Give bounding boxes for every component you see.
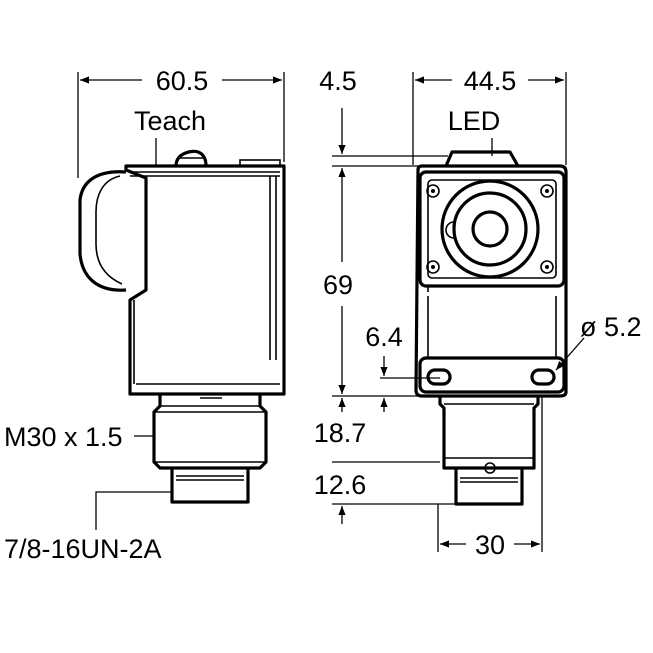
side-view [77,72,286,530]
screw-bottom-right [540,260,554,274]
hole-offset-label: 6.4 [365,322,403,352]
thread-label: M30 x 1.5 [4,422,123,452]
connector-length-label: 12.6 [314,470,367,500]
width-side-label: 60.5 [156,66,209,96]
teach-label: Teach [134,106,206,136]
height-label: 69 [323,270,353,300]
front-view [332,72,585,552]
offset-top-label: 4.5 [319,66,357,96]
connector-thread-label: 7/8-16UN-2A [4,534,162,564]
hole-diameter-label: ø 5.2 [580,312,642,342]
screw-top-left [426,184,440,198]
width-front-label: 44.5 [464,66,517,96]
screw-bottom-left [426,260,440,274]
screw-top-right [540,184,554,198]
thread-length-label: 18.7 [314,418,367,448]
led-label: LED [448,106,501,136]
connector-width-label: 30 [475,530,505,560]
